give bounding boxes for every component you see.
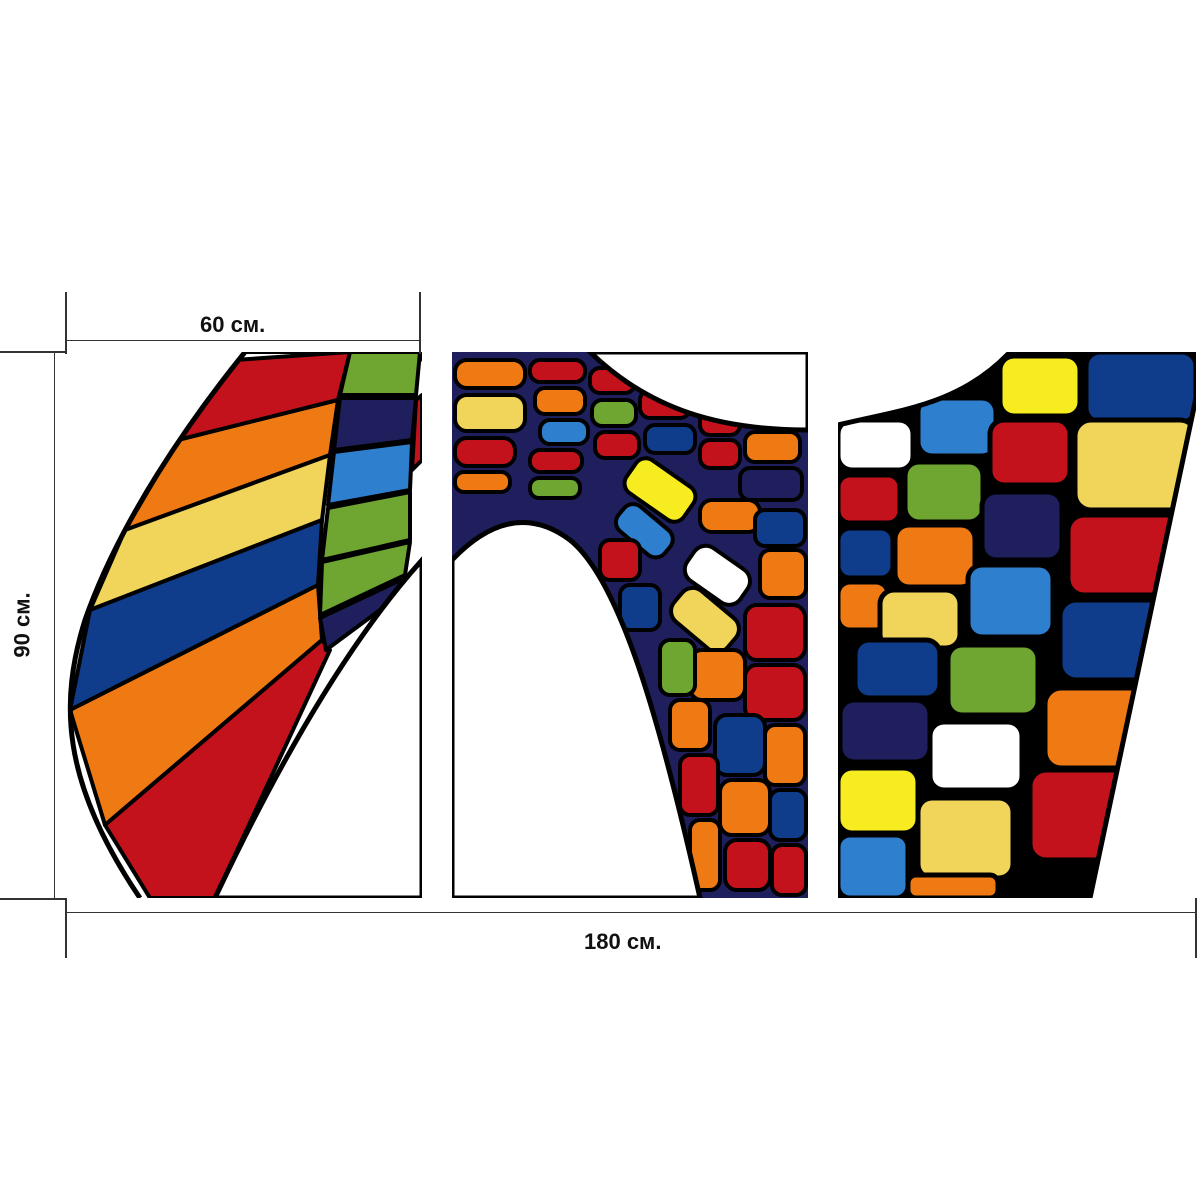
panel-left — [66, 352, 422, 898]
total-width-label: 180 см. — [584, 929, 662, 954]
total-width-line — [65, 912, 1197, 913]
height-guide-bottom-tick — [0, 898, 66, 900]
width-guide-left-tick — [65, 292, 67, 354]
panel-right — [838, 352, 1196, 898]
height-guide-line — [54, 351, 55, 900]
height-guide-top-tick — [0, 351, 66, 353]
total-width-left-tick — [65, 898, 67, 958]
height-label: 90 см. — [9, 592, 35, 658]
width-guide-line — [65, 340, 421, 341]
panel-middle — [452, 352, 808, 898]
total-width-right-tick — [1195, 898, 1197, 958]
panel-width-label: 60 см. — [200, 312, 266, 337]
width-guide-right-tick — [419, 292, 421, 354]
